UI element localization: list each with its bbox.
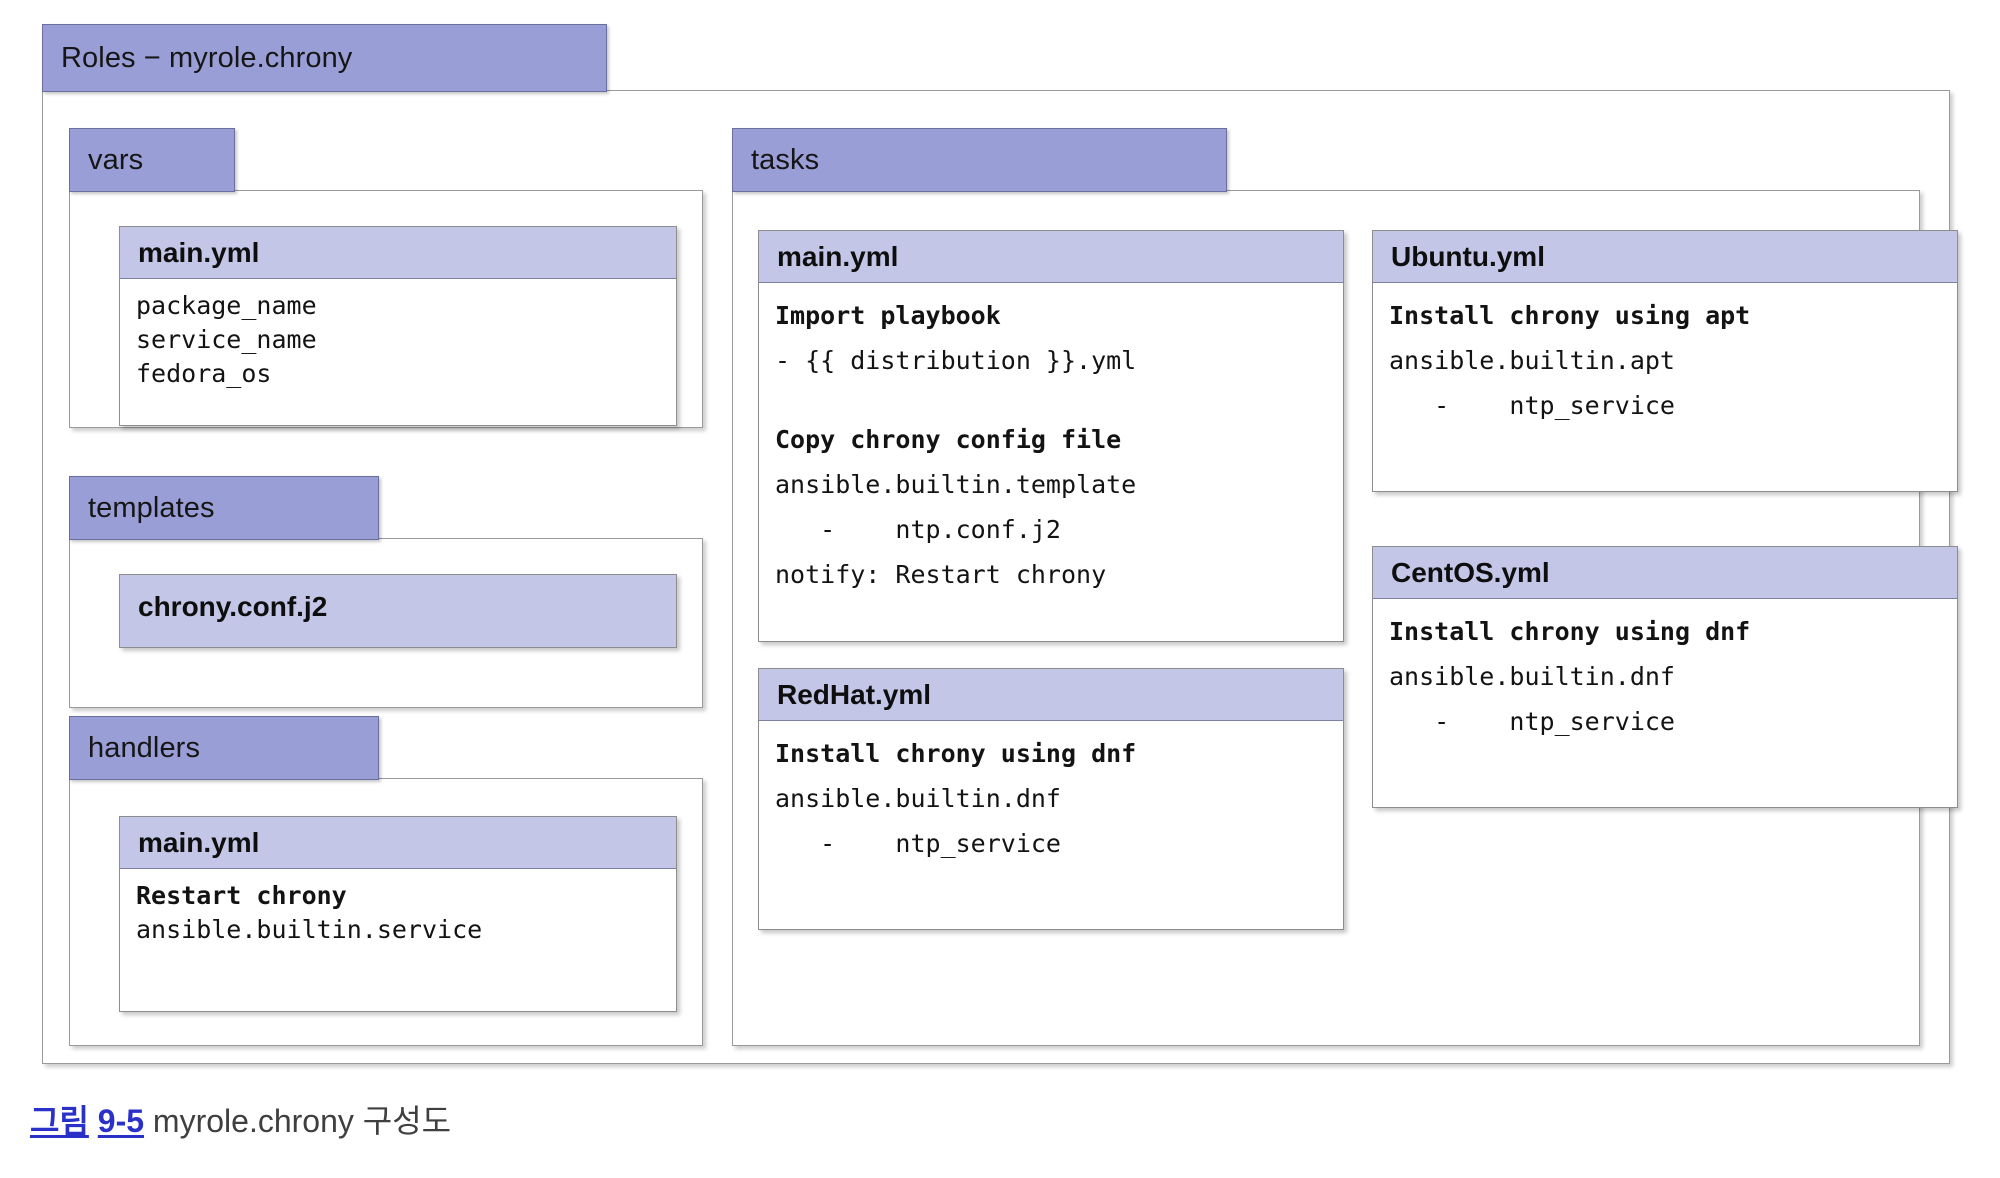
vars-line-2: fedora_os [136,359,272,388]
vars-package-tab[interactable]: vars [69,128,235,192]
tasks-centos-yml-body: Install chrony using dnf ansible.builtin… [1373,599,1957,754]
handlers-package-tab[interactable]: handlers [69,716,379,780]
vars-package: vars main.yml package_name service_name … [69,128,703,428]
tasks-centos-yml-card[interactable]: CentOS.yml Install chrony using dnf ansi… [1372,546,1958,808]
roles-package: Roles − myrole.chrony vars main.yml pack… [42,24,1958,1064]
vars-main-yml-title: main.yml [120,227,676,279]
figure-caption: 그림 9-5 myrole.chrony 구성도 [30,1096,451,1142]
tasks-ubuntu-line-2: - ntp_service [1389,391,1675,420]
tasks-main-line-5: notify: Restart chrony [775,560,1107,589]
tasks-main-line-4: - ntp.conf.j2 [775,515,1061,544]
tasks-main-spacer [775,383,1343,417]
tasks-main-yml-body: Import playbook - {{ distribution }}.yml… [759,283,1343,607]
tasks-redhat-yml-body: Install chrony using dnf ansible.builtin… [759,721,1343,876]
figure-caption-number: 9-5 [97,1103,145,1139]
tasks-centos-line-0: Install chrony using dnf [1389,617,1751,646]
tasks-ubuntu-line-1: ansible.builtin.apt [1389,346,1675,375]
tasks-main-yml-title: main.yml [759,231,1343,283]
tasks-main-yml-card[interactable]: main.yml Import playbook - {{ distributi… [758,230,1344,642]
tasks-package: tasks main.yml Import playbook - {{ dist… [732,128,1958,1046]
tasks-ubuntu-line-0: Install chrony using apt [1389,301,1751,330]
handlers-line-1: ansible.builtin.service [136,915,483,944]
handlers-main-yml-title: main.yml [120,817,676,869]
handlers-line-0: Restart chrony [136,881,347,910]
tasks-redhat-line-2: - ntp_service [775,829,1061,858]
tasks-main-line-2: Copy chrony config file [775,425,1122,454]
tasks-package-tab[interactable]: tasks [732,128,1227,192]
handlers-main-yml-body: Restart chrony ansible.builtin.service [120,869,676,957]
vars-main-yml-body: package_name service_name fedora_os [120,279,676,401]
figure-caption-label: 그림 [30,1103,89,1139]
handlers-package-label: handlers [88,731,201,764]
handlers-package: handlers main.yml Restart chrony ansible… [69,716,703,1046]
templates-package-label: templates [88,491,215,524]
templates-package-tab[interactable]: templates [69,476,379,540]
vars-line-1: service_name [136,325,317,354]
tasks-main-line-1: - {{ distribution }}.yml [775,346,1137,375]
templates-package: templates chrony.conf.j2 [69,476,703,708]
templates-chrony-conf-j2-card[interactable]: chrony.conf.j2 [119,574,677,648]
roles-package-label: Roles − myrole.chrony [61,41,353,74]
tasks-centos-line-2: - ntp_service [1389,707,1675,736]
tasks-ubuntu-yml-card[interactable]: Ubuntu.yml Install chrony using apt ansi… [1372,230,1958,492]
figure-caption-text: myrole.chrony 구성도 [144,1103,452,1139]
tasks-ubuntu-yml-body: Install chrony using apt ansible.builtin… [1373,283,1957,438]
tasks-centos-line-1: ansible.builtin.dnf [1389,662,1675,691]
roles-package-tab[interactable]: Roles − myrole.chrony [42,24,607,92]
templates-chrony-conf-j2-title: chrony.conf.j2 [120,575,676,638]
tasks-ubuntu-yml-title: Ubuntu.yml [1373,231,1957,283]
vars-package-label: vars [88,143,144,176]
tasks-redhat-line-1: ansible.builtin.dnf [775,784,1061,813]
tasks-main-line-3: ansible.builtin.template [775,470,1137,499]
handlers-main-yml-card[interactable]: main.yml Restart chrony ansible.builtin.… [119,816,677,1012]
tasks-redhat-yml-title: RedHat.yml [759,669,1343,721]
tasks-centos-yml-title: CentOS.yml [1373,547,1957,599]
tasks-main-line-0: Import playbook [775,301,1001,330]
vars-line-0: package_name [136,291,317,320]
vars-main-yml-card[interactable]: main.yml package_name service_name fedor… [119,226,677,426]
tasks-redhat-yml-card[interactable]: RedHat.yml Install chrony using dnf ansi… [758,668,1344,930]
tasks-redhat-line-0: Install chrony using dnf [775,739,1137,768]
tasks-package-label: tasks [751,143,820,176]
